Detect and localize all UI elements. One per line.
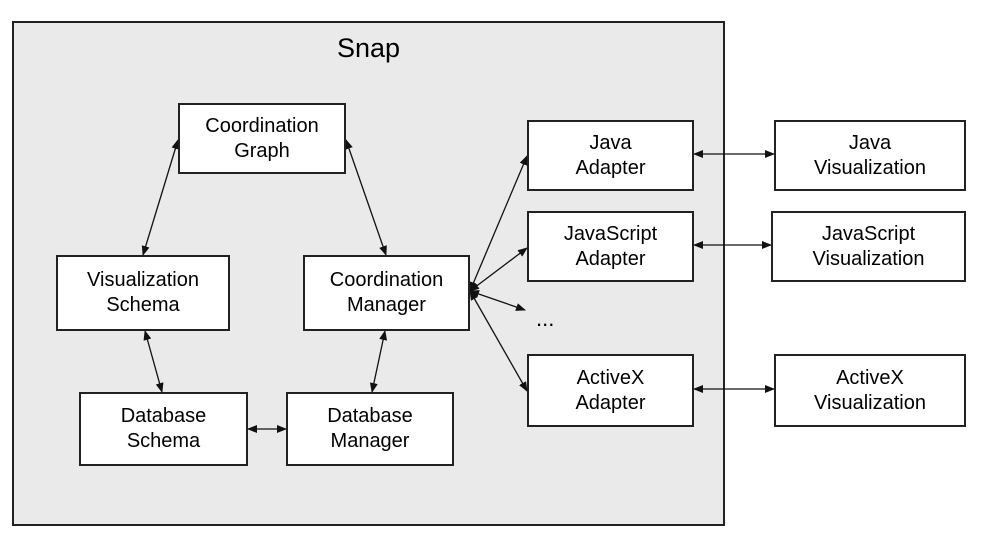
javascript-adapter-node: JavaScript Adapter <box>527 211 694 282</box>
coordination-graph-node: Coordination Graph <box>178 103 346 174</box>
edge-coordination-manager-database-manager <box>369 330 388 393</box>
java-visualization-node: Java Visualization <box>774 120 966 191</box>
activex-visualization-node: ActiveX Visualization <box>774 354 966 427</box>
edge-graph-visualization-schema <box>141 139 180 256</box>
edge-manager-activex-adapter <box>469 290 528 392</box>
database-schema-node: Database Schema <box>79 392 248 466</box>
edge-manager-ellipsis <box>469 290 526 311</box>
edge-visualization-schema-database-schema <box>143 330 164 393</box>
java-adapter-node: Java Adapter <box>527 120 694 191</box>
edge-manager-javascript-adapter <box>469 247 528 292</box>
snap-label: Snap <box>336 33 401 63</box>
javascript-visualization-node: JavaScript Visualization <box>771 211 966 282</box>
coordination-manager-node: Coordination Manager <box>303 255 470 331</box>
more-adapters-ellipsis: ... <box>536 306 555 331</box>
edge-manager-java-adapter <box>469 155 528 292</box>
visualization-schema-node: Visualization Schema <box>56 255 230 331</box>
activex-adapter-node: ActiveX Adapter <box>527 354 694 427</box>
edge-graph-coordination-manager <box>345 139 387 256</box>
database-manager-node: Database Manager <box>286 392 454 466</box>
